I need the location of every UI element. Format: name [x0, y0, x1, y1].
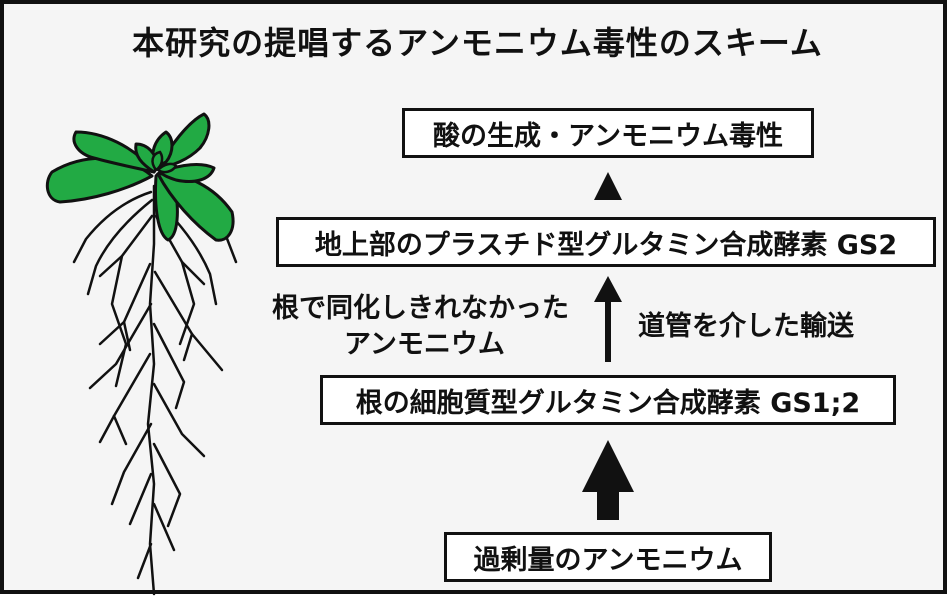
- arrow-up-icon: [594, 276, 622, 362]
- excess-ammonium-label: 過剰量のアンモニウム: [473, 544, 743, 576]
- thick-arrow-up-icon: [582, 440, 634, 520]
- acid-toxicity-label: 酸の生成・アンモニウム毒性: [433, 120, 783, 152]
- excess-ammonium-box: 過剰量のアンモニウム: [444, 532, 772, 582]
- leaves: [45, 112, 235, 242]
- triangle-arrow-icon: [594, 172, 622, 200]
- unassimilated-label-line2: アンモニウム: [344, 329, 505, 360]
- gs1-box: 根の細胞質型グルタミン合成酵素 GS1;2: [320, 375, 896, 425]
- root-system: [72, 184, 238, 596]
- gs2-label: 地上部のプラスチド型グルタミン合成酵素 GS2: [314, 229, 898, 261]
- acid-toxicity-box: 酸の生成・アンモニウム毒性: [402, 108, 814, 158]
- unassimilated-label-line1: 根で同化しきれなかった: [272, 293, 569, 324]
- rosette-center: [151, 150, 178, 174]
- gs2-box: 地上部のプラスチド型グルタミン合成酵素 GS2: [276, 217, 936, 267]
- illustration-layer: [45, 112, 634, 596]
- xylem-transport-label: 道管を介した輸送: [638, 311, 854, 342]
- diagram-title: 本研究の提唱するアンモニウム毒性のスキーム: [132, 24, 823, 62]
- gs1-label: 根の細胞質型グルタミン合成酵素 GS1;2: [355, 387, 861, 419]
- plant-illustration: [45, 112, 238, 596]
